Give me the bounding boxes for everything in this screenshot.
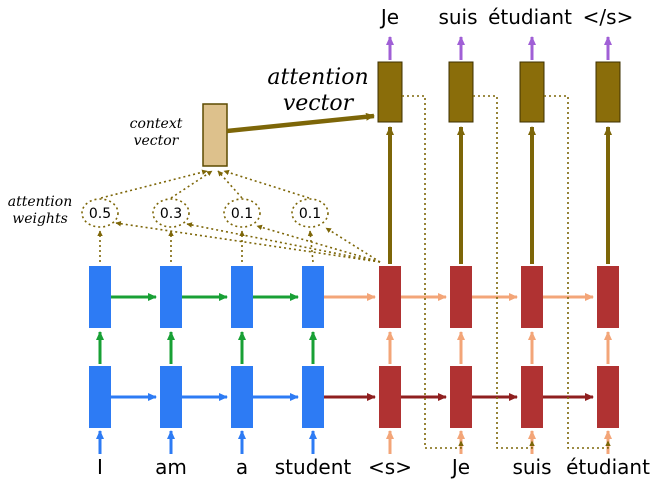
score-link <box>325 227 381 263</box>
attention-weight-value: 0.1 <box>299 206 321 222</box>
encoder-bottom-arrows <box>96 393 317 454</box>
attention-weight-ellipse <box>152 198 190 228</box>
attention-dotted-links <box>81 95 611 449</box>
weight-to-context-link <box>217 170 243 199</box>
decoder-cell-bottom <box>597 366 619 428</box>
attention-vector-cells <box>377 61 621 123</box>
attention-weight-value: 0.3 <box>160 206 182 222</box>
attention-vector-label: attention <box>267 65 368 90</box>
decoder-output-label: suis <box>438 5 477 29</box>
attention-weight-ellipse <box>223 198 261 228</box>
encoder-cell-bottom <box>302 366 324 428</box>
attention-vector-cell <box>519 61 545 123</box>
attention-weight-value: 0.5 <box>89 206 111 222</box>
encoder-cell-top <box>302 266 324 328</box>
attention-weights-label: weights <box>12 211 68 227</box>
output-arrows <box>386 36 612 60</box>
context-vector-cell <box>202 103 228 167</box>
encoder-cell-bottom <box>231 366 253 428</box>
decoder-input-label: suis <box>512 455 551 479</box>
input-feeding-link <box>473 95 535 449</box>
attention-vector-label: vector <box>283 91 355 116</box>
score-link <box>256 224 381 263</box>
attention-vector-cell <box>595 61 621 123</box>
context-vector-label: context <box>130 116 183 132</box>
attention-vector-cell <box>448 61 474 123</box>
decoder-cell-top <box>450 266 472 328</box>
decoder-cell-bottom <box>379 366 401 428</box>
encoder-input-label: a <box>236 455 248 479</box>
encoder-cell-top <box>160 266 182 328</box>
decoder-input-label: étudiant <box>566 455 650 479</box>
input-feeding-link <box>544 95 611 449</box>
encoder-input-label: I <box>97 455 103 479</box>
decoder-input-label: <s> <box>368 455 412 479</box>
decoder-cell-top <box>379 266 401 328</box>
input-feeding-link <box>402 95 464 449</box>
decoder-cell-top <box>521 266 543 328</box>
encoder-input-label: am <box>155 455 187 479</box>
encoder-cell-bottom <box>160 366 182 428</box>
decoder-input-label: Je <box>450 455 470 479</box>
hidden-to-weight-link <box>307 230 314 263</box>
attention-weight-ellipse <box>81 198 119 228</box>
decoder-output-label: </s> <box>583 5 634 29</box>
attention-weight-ellipse <box>291 198 329 228</box>
attention-output-arrows <box>226 112 612 264</box>
score-link <box>186 222 381 263</box>
context-vector-label: vector <box>134 133 180 149</box>
decoder-cell-bottom <box>450 366 472 428</box>
attention-vector-cell <box>377 61 403 123</box>
weight-to-context-link <box>223 169 310 199</box>
encoder-top-arrows <box>96 293 317 364</box>
decoder-cell-top <box>597 266 619 328</box>
decoder-output-label: étudiant <box>488 5 572 29</box>
attention-weight-value: 0.1 <box>231 206 253 222</box>
encoder-cell-top <box>231 266 253 328</box>
encoder-cell-top <box>89 266 111 328</box>
encoder-cell-bottom <box>89 366 111 428</box>
decoder-output-label: Je <box>379 5 399 29</box>
context-to-attention-arrow <box>226 112 375 134</box>
decoder-cell-bottom <box>521 366 543 428</box>
weight-to-context-link <box>100 169 208 199</box>
attention-weights-label: attention <box>8 194 72 210</box>
weight-to-context-link <box>170 170 213 199</box>
encoder-input-label: student <box>275 455 352 479</box>
decoder-cells <box>379 266 619 428</box>
encoder-cells <box>89 266 324 428</box>
score-link <box>115 221 381 263</box>
